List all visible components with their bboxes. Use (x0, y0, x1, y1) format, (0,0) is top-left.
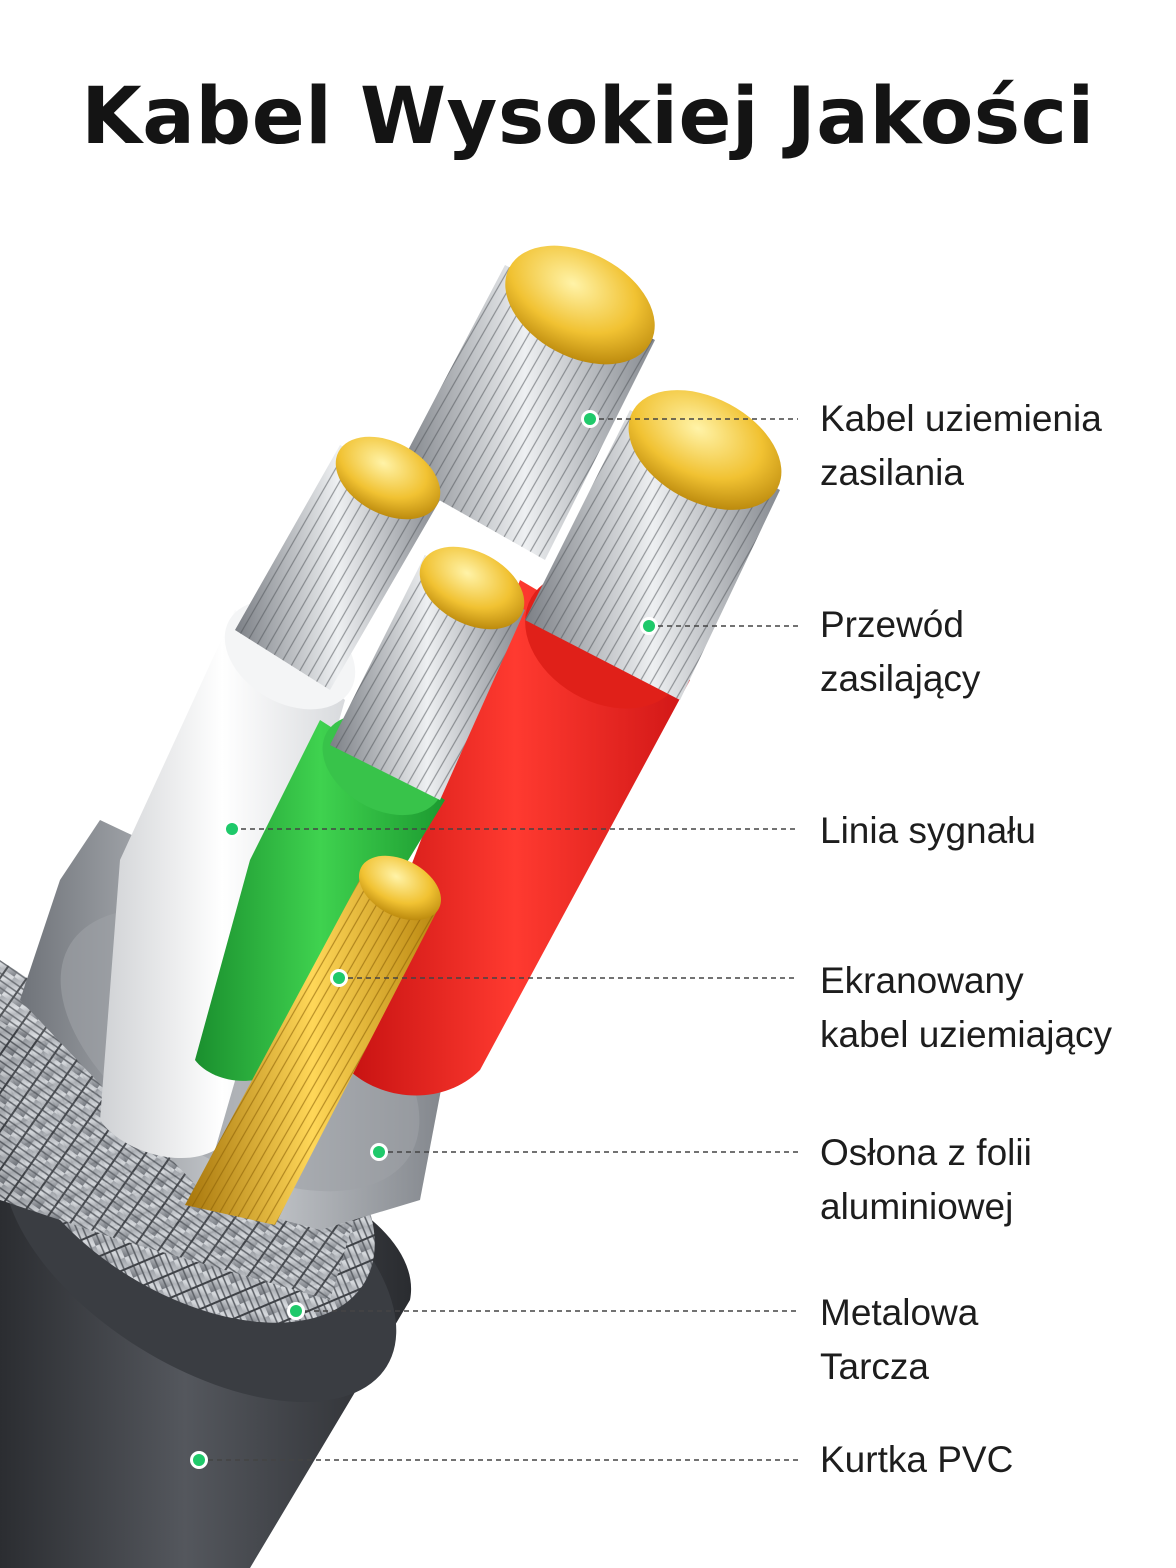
label-line: Tarcza (820, 1346, 929, 1387)
silver-conductor-right (525, 390, 782, 700)
label-line: zasilający (820, 658, 981, 699)
silver-conductor-top (395, 245, 655, 560)
silver-conductor-middle (330, 546, 525, 800)
label-line: Ekranowany (820, 960, 1024, 1001)
silver-conductor-left (235, 436, 441, 690)
label-power-wire: Przewód zasilający (820, 598, 980, 706)
label-pvc-jacket: Kurtka PVC (820, 1433, 1013, 1487)
label-line: Linia sygnału (820, 810, 1036, 851)
label-line: Metalowa (820, 1292, 979, 1333)
label-line: Kurtka PVC (820, 1439, 1014, 1480)
label-metal-shield: Metalowa Tarcza (820, 1286, 978, 1394)
label-line: Przewód (820, 604, 964, 645)
label-line: kabel uziemiający (820, 1014, 1113, 1055)
label-line: Osłona z folii (820, 1132, 1032, 1173)
label-line: zasilania (820, 452, 964, 493)
label-shielded-ground-cable: Ekranowany kabel uziemiający (820, 954, 1112, 1062)
marker-dots (190, 410, 658, 1469)
page-title: Kabel Wysokiej Jakości (81, 72, 1095, 162)
label-line: aluminiowej (820, 1186, 1014, 1227)
leader-lines (199, 418, 798, 1461)
label-aluminium-foil: Osłona z folii aluminiowej (820, 1126, 1032, 1234)
label-power-ground-cable: Kabel uziemienia zasilania (820, 392, 1102, 500)
label-line: Kabel uziemienia (820, 398, 1102, 439)
label-signal-line: Linia sygnału (820, 804, 1036, 858)
gold-drain-wire (185, 855, 442, 1225)
